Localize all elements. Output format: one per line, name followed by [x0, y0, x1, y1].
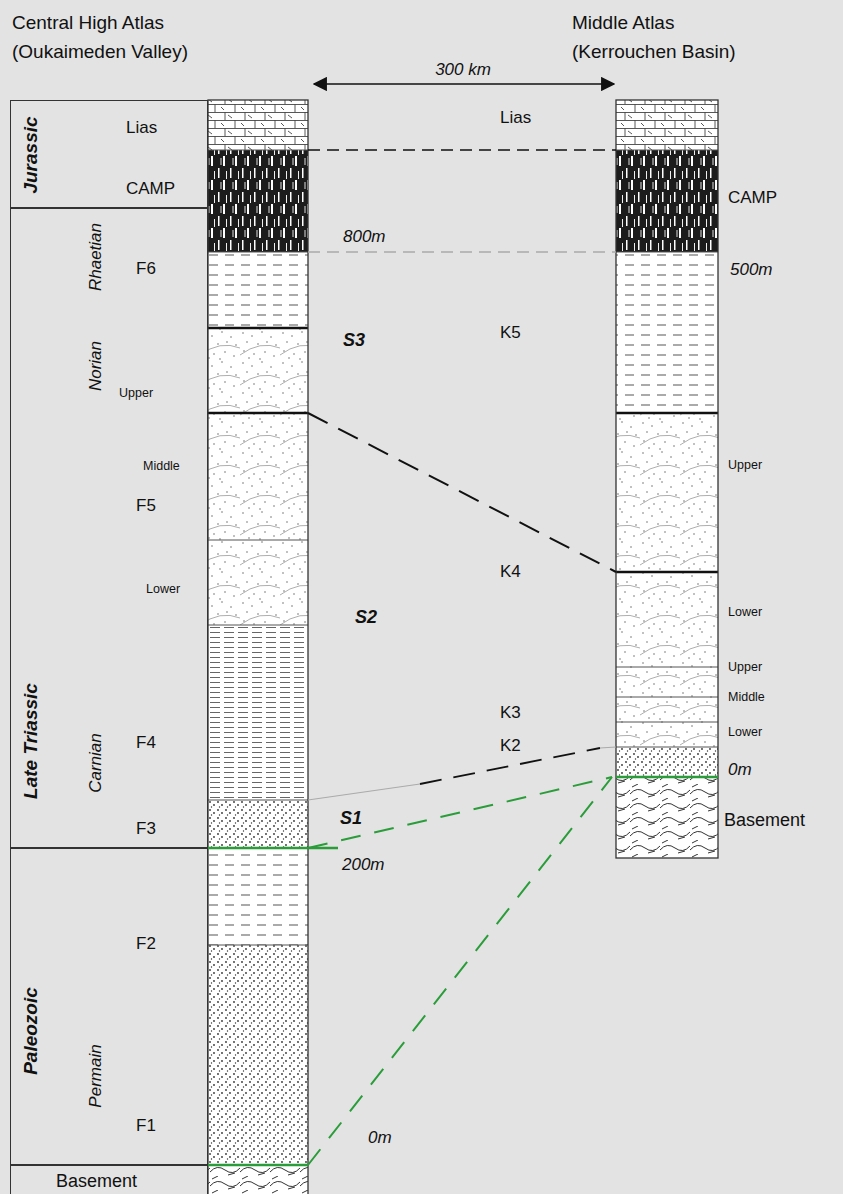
formation-code: F3 — [136, 819, 156, 839]
distance-label: 300 km — [435, 60, 491, 80]
section-title: Central High Atlas (Oukaimeden Valley) — [12, 8, 244, 66]
thickness-label: 500m — [730, 260, 773, 280]
era-name: Paleozoic — [20, 987, 42, 1075]
substage-name: Lower — [728, 725, 762, 739]
formation-code: K5 — [500, 323, 521, 343]
formation-code: F4 — [136, 733, 156, 753]
age-table-cell: Basement — [10, 1165, 208, 1194]
distance-arrow — [314, 83, 614, 85]
unit-name: Lias — [500, 108, 531, 128]
thickness-label: 800m — [343, 227, 386, 247]
thickness-label: 0m — [368, 1128, 392, 1148]
basement-label: Basement — [724, 810, 805, 831]
formation-code: F2 — [136, 934, 156, 954]
era-name: Late Triassic — [20, 683, 42, 799]
basement-label: Basement — [56, 1171, 137, 1192]
sequence-label: S2 — [355, 607, 377, 628]
formation-code: F5 — [136, 496, 156, 516]
era-name: Jurassic — [20, 116, 42, 193]
formation-code: K2 — [500, 736, 521, 756]
right-column — [616, 100, 718, 858]
correlation-lines — [208, 150, 718, 1165]
substage-name: Upper — [119, 386, 153, 400]
stage-name: Carnian — [86, 733, 106, 793]
substage-name: Middle — [728, 690, 765, 704]
formation-code: K4 — [500, 562, 521, 582]
thickness-label: 200m — [342, 855, 385, 875]
formation-code: F6 — [136, 259, 156, 279]
stage-name: Permain — [86, 1044, 106, 1107]
left-column — [208, 100, 308, 1194]
unit-name: Lias — [126, 118, 157, 138]
formation-code: F1 — [136, 1116, 156, 1136]
substage-name: Lower — [146, 582, 180, 596]
age-table-cell: Jurassic LiasCAMP — [10, 100, 208, 208]
substage-name: Lower — [728, 605, 762, 619]
unit-name: CAMP — [728, 188, 777, 208]
sequence-label: S1 — [340, 808, 362, 829]
age-table-cell: PaleozoicPermain F2F1 — [10, 848, 208, 1165]
stage-name: Norian — [86, 341, 106, 391]
substage-name: Middle — [143, 459, 180, 473]
age-table-cell: Late Triassic RhaetianF6NorianUpperMiddle… — [10, 208, 208, 848]
stage-name: Rhaetian — [86, 223, 106, 291]
substage-name: Upper — [728, 458, 762, 472]
section-title: Middle Atlas (Kerrouchen Basin) — [572, 8, 777, 66]
sequence-label: S3 — [343, 330, 365, 351]
substage-name: Upper — [728, 660, 762, 674]
unit-name: CAMP — [126, 179, 175, 199]
formation-code: K3 — [500, 703, 521, 723]
thickness-label: 0m — [728, 760, 752, 780]
